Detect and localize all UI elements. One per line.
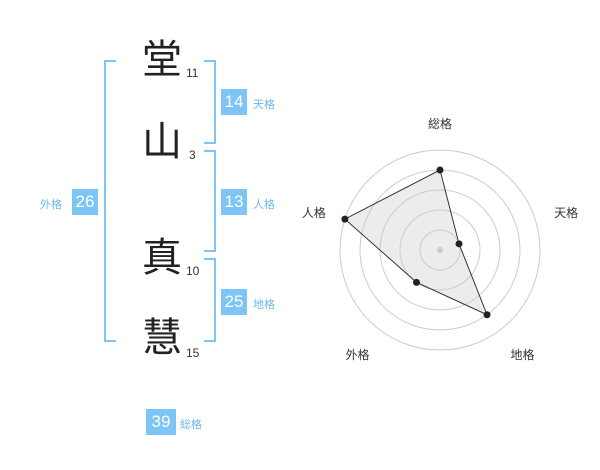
gaikaku-bracket bbox=[104, 60, 116, 342]
soukaku-value-badge: 39 bbox=[146, 409, 176, 435]
radar-point-1 bbox=[436, 166, 444, 174]
name-char-2: 山 bbox=[142, 119, 182, 165]
radar-center-dot bbox=[437, 247, 443, 253]
jinkaku-bracket bbox=[204, 150, 216, 252]
tenkaku-label: 天格 bbox=[253, 98, 275, 111]
radar-point-2 bbox=[455, 240, 463, 248]
radar-point-4 bbox=[412, 278, 420, 286]
radar-points bbox=[341, 166, 491, 319]
radar-grid bbox=[339, 149, 541, 351]
radar-series-polygon bbox=[344, 169, 488, 316]
chikaku-bracket bbox=[204, 258, 216, 342]
stroke-count-4: 15 bbox=[186, 346, 200, 360]
radar-axis-label-1: 総格 bbox=[428, 116, 452, 131]
radar-ring-1 bbox=[419, 229, 461, 271]
radar-axis-label-2: 天格 bbox=[554, 205, 578, 220]
name-char-1: 堂 bbox=[142, 37, 182, 83]
jinkaku-value-badge: 13 bbox=[221, 189, 247, 215]
name-char-3: 真 bbox=[142, 235, 182, 281]
radar-point-5 bbox=[341, 215, 349, 223]
radar-axis-label-3: 地格 bbox=[511, 347, 535, 362]
stroke-count-2: 3 bbox=[189, 148, 196, 162]
chikaku-value-badge: 25 bbox=[221, 289, 247, 315]
soukaku-label: 総格 bbox=[180, 418, 202, 431]
radar-ring-5 bbox=[339, 149, 541, 351]
stroke-count-1: 11 bbox=[186, 66, 199, 80]
gaikaku-value-badge: 26 bbox=[72, 189, 98, 215]
radar-axis-label-4: 外格 bbox=[345, 347, 369, 362]
jinkaku-label: 人格 bbox=[253, 198, 275, 211]
radar-point-3 bbox=[483, 311, 491, 319]
name-char-4: 慧 bbox=[142, 315, 182, 361]
tenkaku-value-badge: 14 bbox=[221, 89, 247, 115]
radar-axis-label-5: 人格 bbox=[302, 205, 326, 220]
chikaku-label: 地格 bbox=[253, 298, 275, 311]
gaikaku-label: 外格 bbox=[40, 198, 62, 211]
tenkaku-bracket bbox=[204, 60, 216, 144]
stroke-count-3: 10 bbox=[186, 264, 200, 278]
radar-ring-2 bbox=[399, 209, 481, 291]
